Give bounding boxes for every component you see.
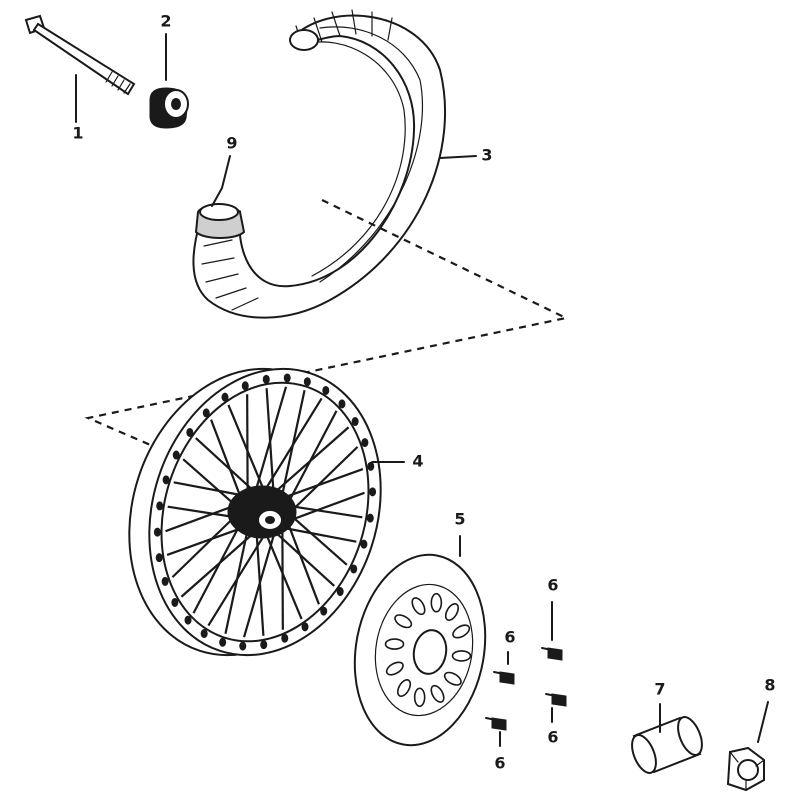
rim-spoke [210,419,244,504]
callout-7: 7 [654,680,665,699]
rim-spoke-nipple [202,408,210,418]
brake-disc-slot [430,684,445,703]
rim-spoke-nipple [322,385,330,395]
callout-6-right: 6 [547,728,558,747]
rim-spoke [207,531,267,627]
brake-disc-slot [411,597,426,616]
callout-6-left: 6 [504,628,515,647]
rim-spoke-nipple [239,641,247,651]
rim-spoke [180,529,258,598]
rim-spoke [286,491,365,523]
brake-disc-slot [385,661,404,676]
brake-disc-slot [413,687,426,708]
rim-spoke-nipple [219,637,227,647]
rim-spoke [273,530,335,587]
callout-6-bottom: 6 [494,754,505,773]
rim-spoke [285,410,338,507]
rim-spoke-nipple [161,576,169,586]
rim-spoke [286,520,320,605]
rim-spoke [195,437,257,494]
brake-disc-slot [444,603,460,621]
rim-spoke-nipple [200,629,208,639]
rim-spoke-nipples [153,373,377,651]
disc-bolt-icon [485,647,567,731]
rim-spoke-nipple [155,553,163,563]
rim-spoke-nipple [366,513,374,523]
rim-spoke [281,526,357,543]
rim-spoke-nipple [281,633,289,643]
rim-spoke-nipple [301,622,309,632]
brake-disc-slots [384,592,472,708]
tire-icon [192,9,447,319]
rim-spoke [287,446,359,515]
rim-spoke-nipple [361,438,369,448]
rim-spoke-nipple [262,374,270,384]
axle-bolt-icon [24,14,136,96]
spoked-rim-icon [128,367,382,657]
rim-spoke-nipple [186,427,194,437]
spacer-sleeve-icon [631,716,703,774]
callout-leader-9 [211,155,231,207]
rim-spoke-nipple [153,527,161,537]
rim-spoke-nipple [369,487,377,497]
rim-spoke-nipple [221,392,229,402]
brake-disc-icon [353,553,487,747]
rim-spoke-nipple [156,501,164,511]
callout-8: 8 [764,676,775,695]
rim-spoke [272,426,350,495]
rim-spoke [280,467,364,500]
rim-spokes [165,386,365,638]
rim-spoke-nipple [360,539,368,549]
callout-1: 1 [72,124,83,143]
rim-spoke-nipple [303,377,311,387]
hex-nut-icon [726,746,765,792]
callout-3: 3 [481,146,492,165]
rim-spoke [166,524,250,557]
rim-spoke-nipple [367,461,375,471]
rim-spoke-nipple [336,587,344,597]
inner-tube-icon [194,203,246,239]
rim-spoke-nipple [172,450,180,460]
brake-disc-slot [443,671,462,686]
alignment-dashed-line [84,199,570,452]
callout-4: 4 [412,452,423,471]
rim-spoke-nipple [260,640,268,650]
callout-leader-3 [439,155,477,159]
rim-spoke-nipple [171,597,179,607]
brake-disc-slot [430,592,443,613]
rim-spoke-nipple [162,475,170,485]
brake-disc-slot [451,650,472,662]
rim-spoke-nipple [184,615,192,625]
rim-spoke-nipple [351,417,359,427]
collar-nut-icon [149,87,189,129]
brake-disc-slot [384,638,405,650]
callout-6-top: 6 [547,576,558,595]
rim-spoke [287,512,348,566]
callout-2: 2 [160,12,171,31]
brake-disc-slot [394,614,413,629]
rim-spoke [263,397,323,493]
rim-spoke [286,504,363,519]
rim-spoke [173,481,249,498]
rim-spoke [242,531,276,638]
brake-disc-slot [396,679,412,697]
rim-spoke-nipple [350,564,358,574]
rim-spoke [254,386,288,493]
rim-spoke-nipple [320,606,328,616]
rim-spoke-nipple [241,381,249,391]
callout-5: 5 [454,510,465,529]
rim-spoke-nipple [283,373,291,383]
callout-leader-8 [757,701,769,743]
rim-spoke [192,517,245,614]
callout-9: 9 [226,134,237,153]
brake-disc-slot [452,624,471,639]
rim-spoke-nipple [338,399,346,409]
